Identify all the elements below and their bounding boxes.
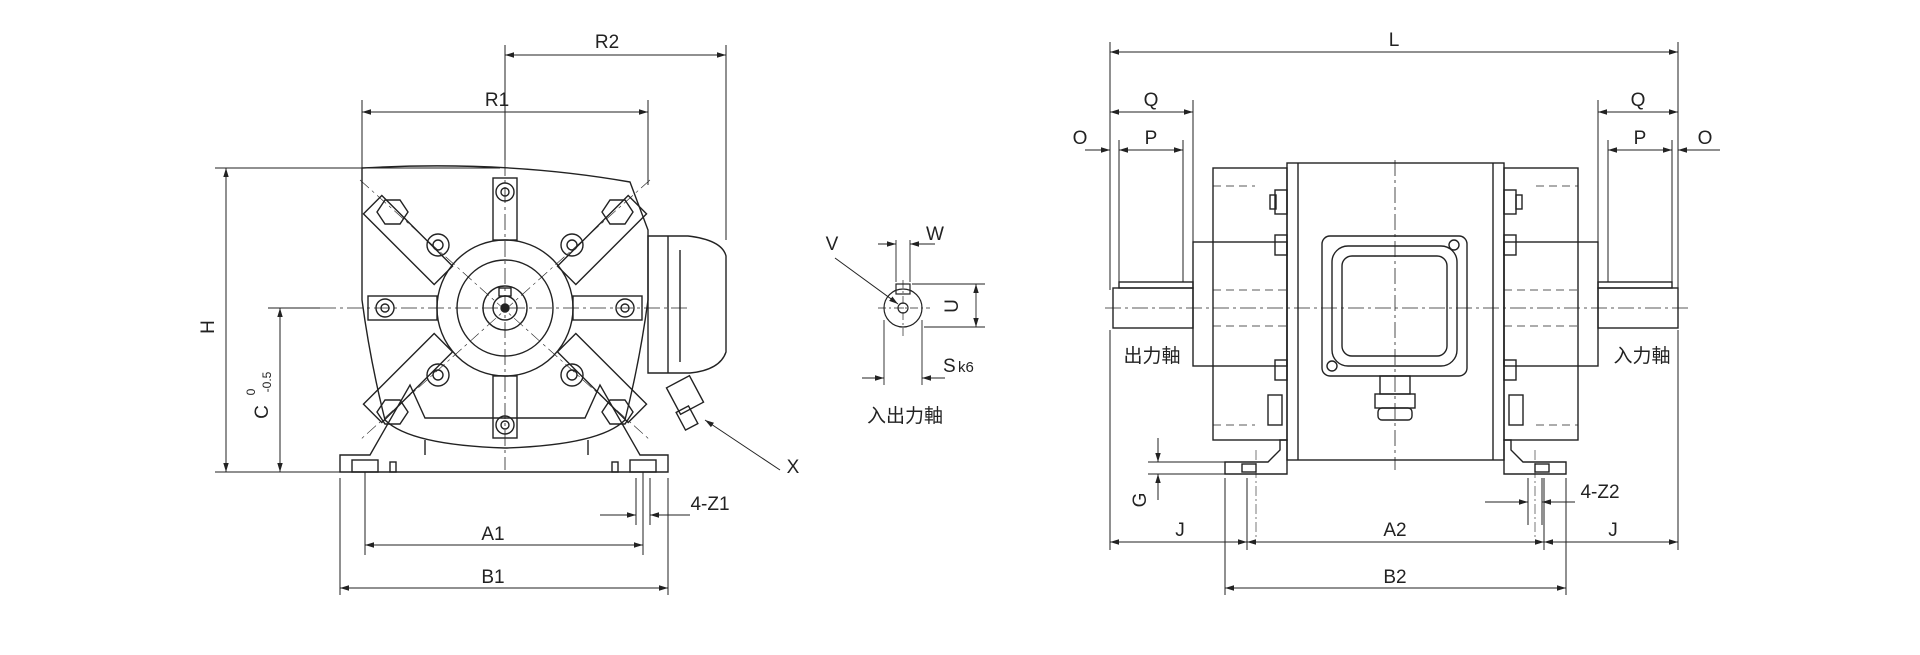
label-h: H xyxy=(198,320,219,334)
label-g: G xyxy=(1130,493,1151,508)
label-io-shaft: 入出力軸 xyxy=(867,405,943,427)
label-s-tol: k6 xyxy=(958,359,974,376)
side-view xyxy=(1105,160,1690,540)
label-p-left: P xyxy=(1145,128,1158,149)
label-r1: R1 xyxy=(485,90,509,111)
label-v: V xyxy=(826,234,839,255)
label-z1: 4-Z1 xyxy=(690,494,729,515)
label-q-right: Q xyxy=(1631,90,1646,111)
label-r2: R2 xyxy=(595,32,619,53)
front-dimensions xyxy=(215,45,781,595)
label-o-left: O xyxy=(1073,128,1088,149)
label-b2: B2 xyxy=(1383,567,1406,588)
label-j-left: J xyxy=(1175,520,1185,541)
label-output-shaft: 出力軸 xyxy=(1123,345,1180,367)
label-p-right: P xyxy=(1634,128,1647,149)
label-c-upper: 0 xyxy=(244,388,258,395)
label-c-lower: -0.5 xyxy=(260,371,274,392)
label-s: S xyxy=(943,356,956,377)
label-x: X xyxy=(787,457,800,478)
side-dimensions xyxy=(1085,42,1720,595)
shaft-detail xyxy=(834,240,985,385)
label-z2: 4-Z2 xyxy=(1580,482,1619,503)
dimension-labels: R2 R1 H C 0 -0.5 A1 B1 4-Z1 X V W U S k6… xyxy=(198,30,1712,588)
label-u: U xyxy=(942,299,963,313)
label-j-right: J xyxy=(1608,520,1618,541)
label-input-shaft: 入力軸 xyxy=(1613,345,1670,367)
label-w: W xyxy=(926,224,944,245)
label-l: L xyxy=(1389,30,1400,51)
front-view xyxy=(320,160,727,473)
label-q-left: Q xyxy=(1144,90,1159,111)
label-a2: A2 xyxy=(1383,520,1406,541)
label-a1: A1 xyxy=(481,524,504,545)
label-c: C xyxy=(252,405,273,419)
label-o-right: O xyxy=(1698,128,1713,149)
label-b1: B1 xyxy=(481,567,504,588)
